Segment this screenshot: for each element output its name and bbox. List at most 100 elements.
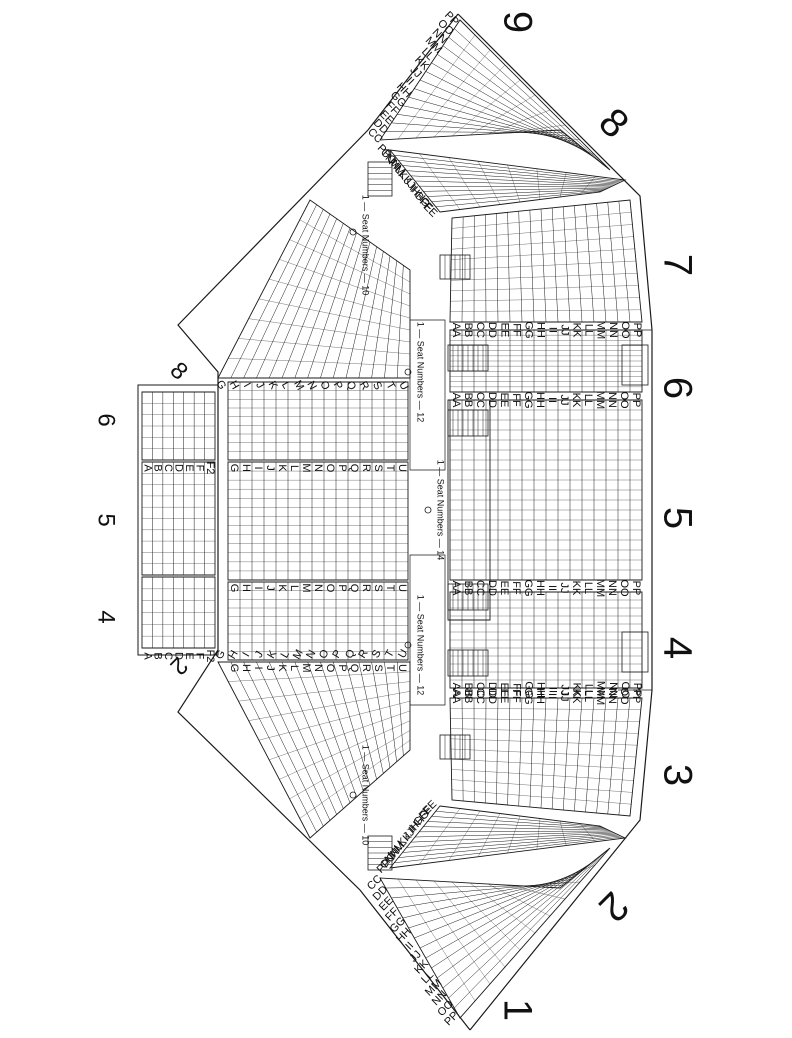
seat-line <box>269 278 411 319</box>
seat-line <box>415 879 491 985</box>
row-label: F2 <box>204 462 216 475</box>
row-label: GG <box>522 681 534 698</box>
row-label: P <box>331 380 345 392</box>
row-line <box>371 661 391 768</box>
row-label: K <box>276 664 288 672</box>
row-label: R <box>360 664 372 672</box>
row-label: P <box>330 648 344 660</box>
row-label: BB <box>462 683 474 698</box>
row-label: PP <box>630 581 642 596</box>
block-outline <box>379 19 611 171</box>
row-label: I <box>241 381 253 390</box>
upper-section-number: 1 <box>495 999 539 1021</box>
row-line <box>345 661 377 780</box>
seat-marker <box>404 368 412 376</box>
seat-line <box>451 212 632 229</box>
row-label: C <box>162 652 174 660</box>
row-line <box>294 227 351 379</box>
row-line <box>268 218 337 379</box>
seat-line <box>507 164 521 203</box>
seat-line <box>448 157 481 208</box>
row-label: HH <box>534 682 546 698</box>
stairs <box>367 161 489 871</box>
seat-numbers-callout: 1 — Seat Numbers — 10 <box>349 195 371 295</box>
seat-line <box>507 815 521 854</box>
seat-line <box>451 779 633 793</box>
row-line <box>320 661 364 792</box>
seat-line <box>541 130 596 156</box>
outer-wall-upper <box>457 13 653 1031</box>
row-line <box>281 223 344 379</box>
stair-d <box>447 649 489 677</box>
row-label: L <box>288 665 300 671</box>
row-label: P <box>336 464 348 471</box>
seat-numbers-callout: 1 — Seat Numbers — 12 <box>404 595 426 695</box>
stair-h <box>367 835 393 871</box>
row-label: I <box>252 586 264 589</box>
row-label: CC <box>474 682 486 698</box>
row-label: N <box>312 664 324 672</box>
stair-c <box>447 583 489 611</box>
row-label: Q <box>348 584 360 593</box>
row-label: EE <box>498 689 510 704</box>
seat-line <box>536 168 541 200</box>
row-label: R <box>360 464 372 472</box>
seat-line <box>448 810 481 861</box>
row-label: S <box>372 464 384 471</box>
seat-line <box>579 176 596 195</box>
seat-line <box>248 691 411 721</box>
row-label: M <box>291 379 306 393</box>
block-outline <box>449 697 643 817</box>
row-label: N <box>312 464 324 472</box>
row-label: G <box>228 584 240 593</box>
upper-section-number: 7 <box>655 254 699 276</box>
row-label: U <box>396 664 408 672</box>
seat-line <box>450 728 639 734</box>
row-label: S <box>372 584 384 591</box>
seat-line <box>450 309 641 312</box>
row-label: O <box>324 464 336 473</box>
row-label: MM <box>595 321 607 339</box>
seat-line <box>450 748 637 758</box>
row-label: G <box>228 464 240 473</box>
seat-line <box>477 813 501 857</box>
seat-line <box>299 219 411 283</box>
seat-line <box>451 79 521 137</box>
seat-line <box>451 224 633 239</box>
row-label: DD <box>486 688 498 704</box>
seat-line <box>238 681 411 702</box>
concourse-box-a <box>409 319 446 471</box>
row-label: PP <box>630 689 642 704</box>
vomitory-6 <box>621 344 649 386</box>
seat-numbers-text: 1 — Seat Numbers — 12 <box>416 322 426 423</box>
seat-line <box>248 318 411 343</box>
seat-line <box>433 64 506 138</box>
row-line <box>281 661 344 809</box>
row-label: FF <box>510 689 522 703</box>
seat-line <box>505 124 566 134</box>
seat-line <box>258 298 411 331</box>
seat-line <box>451 759 635 769</box>
row-line <box>307 232 357 379</box>
row-label: HH <box>534 322 546 338</box>
row-label: J <box>264 585 276 591</box>
seat-line <box>579 823 596 842</box>
lower-section-number: 8 <box>165 357 194 386</box>
row-label: DD <box>486 682 498 698</box>
seat-line <box>419 808 461 865</box>
row-line <box>256 213 331 379</box>
row-label: CC <box>474 322 486 338</box>
row-label: E <box>183 464 195 471</box>
seat-line <box>469 94 536 136</box>
seat-line <box>289 730 411 800</box>
row-label: NN <box>607 682 619 698</box>
row-label: KK <box>570 689 582 704</box>
row-label: K <box>266 379 280 392</box>
row-label: AA <box>450 683 462 698</box>
